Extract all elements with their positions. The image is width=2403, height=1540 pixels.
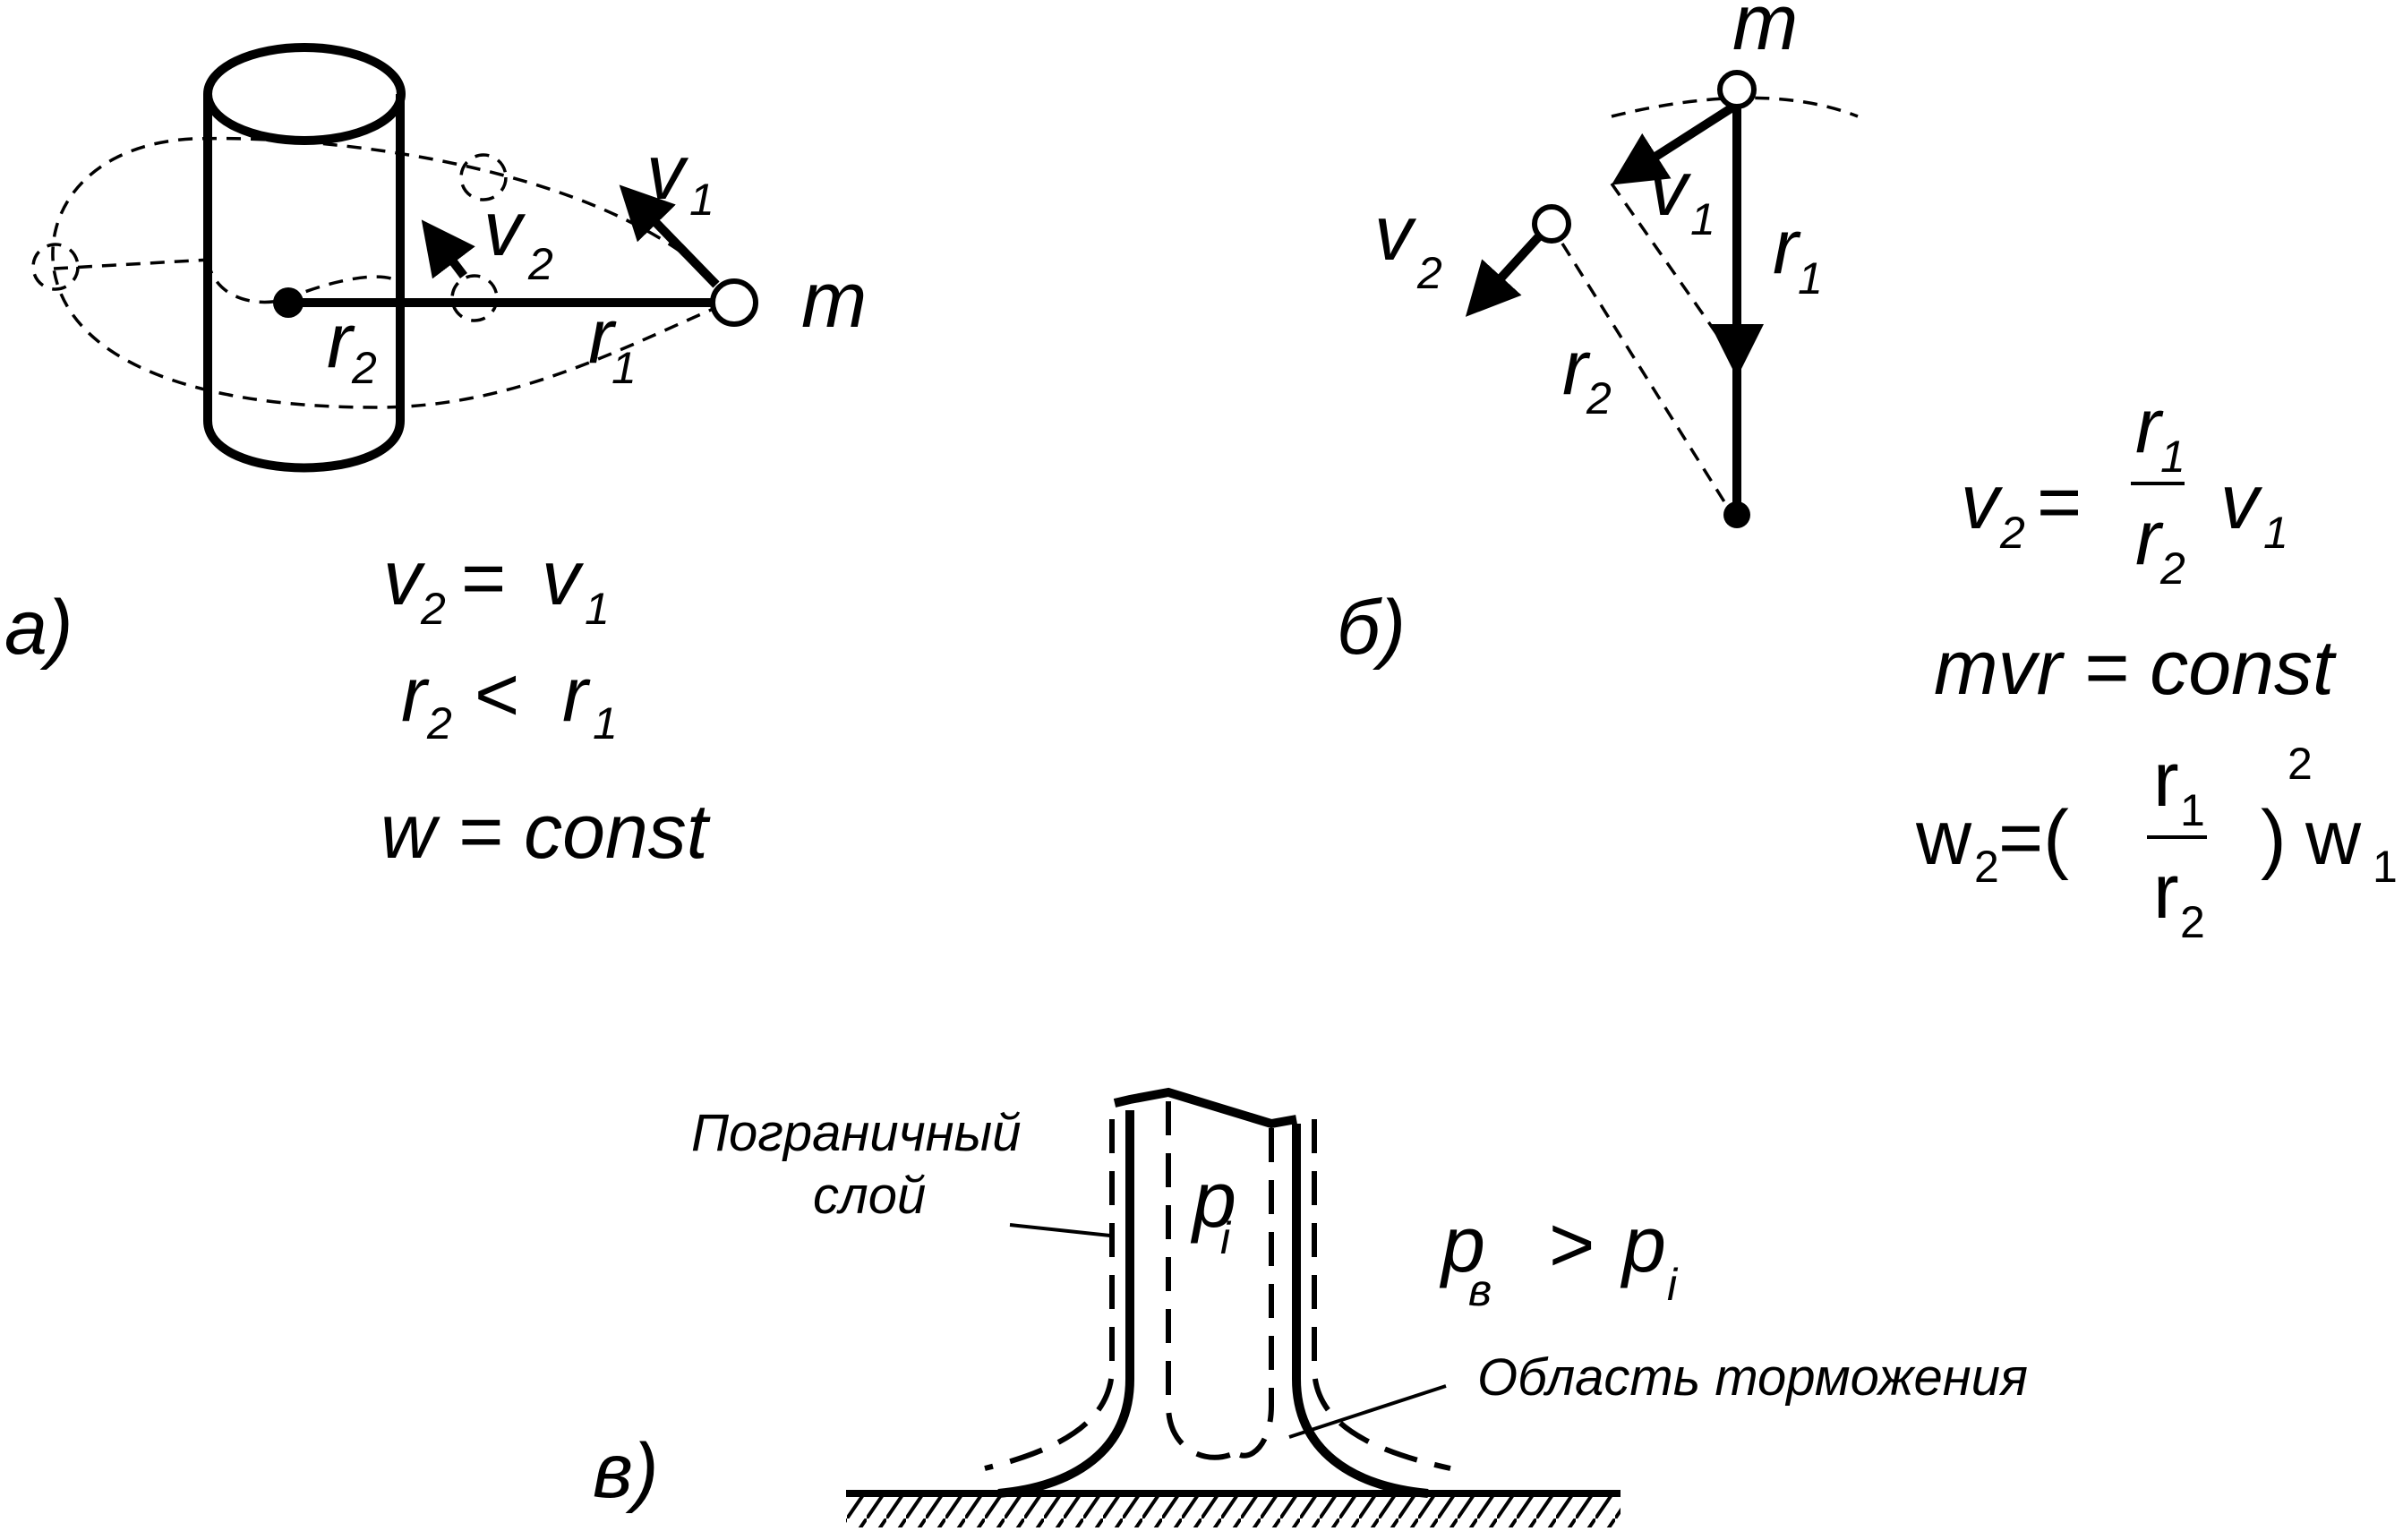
- stagnation-leader: [1288, 1384, 1447, 1439]
- svg-text:r: r: [562, 652, 591, 738]
- equation-b1: v 2 = r 1 r 2 v 1: [1961, 383, 2288, 594]
- svg-text:r: r: [2153, 737, 2179, 823]
- label-mass-a: m: [801, 255, 867, 344]
- equation-b2: mvr = const: [1934, 625, 2337, 711]
- core-dashed-right: [1239, 1128, 1274, 1459]
- mass-circle-b: [1717, 70, 1757, 109]
- ghost-mass-left: [31, 243, 80, 291]
- svg-text:v: v: [542, 535, 585, 621]
- svg-text:1: 1: [2180, 785, 2205, 835]
- svg-text:1: 1: [593, 698, 618, 749]
- svg-text:): ): [2261, 795, 2287, 881]
- svg-text:r: r: [1562, 325, 1591, 411]
- boundary-outer-left: [984, 1119, 1115, 1471]
- svg-text:p: p: [1190, 1155, 1236, 1244]
- svg-text:v: v: [1649, 146, 1692, 232]
- svg-text:v: v: [1961, 459, 2004, 545]
- vortex-wall-left: [997, 1110, 1134, 1498]
- rotation-center-b: [1723, 501, 1750, 528]
- v2-arrow: [421, 219, 475, 279]
- equation-a3: w = const: [381, 789, 711, 875]
- svg-text:i: i: [1667, 1260, 1679, 1310]
- label-v2-a-sub: 2: [527, 239, 553, 289]
- svg-text:1: 1: [585, 584, 610, 634]
- svg-text:r: r: [1773, 204, 1801, 290]
- v1-arrow: [619, 184, 720, 288]
- boundary-label-1: Пограничный: [691, 1104, 1021, 1162]
- label-r2-a: r: [327, 298, 355, 384]
- svg-text:v: v: [1374, 191, 1417, 277]
- pressure-relation: p в > p i: [1439, 1200, 1679, 1315]
- mass-circle: [710, 278, 758, 327]
- cylinder-inner-arc: [206, 259, 405, 304]
- panel-a: m v 1 v 2 r 2 r 1 а) v 2 = v 1 r 2 < r 1…: [4, 43, 867, 875]
- svg-text:1: 1: [1690, 194, 1715, 244]
- svg-text:2: 2: [2288, 739, 2313, 789]
- svg-text:r: r: [2135, 383, 2164, 469]
- svg-text:1: 1: [2373, 842, 2398, 892]
- core-dashed-left: [1166, 1101, 1242, 1460]
- svg-text:в: в: [1468, 1265, 1492, 1315]
- label-r1-a: r: [588, 294, 617, 380]
- panel-b-label: б): [1337, 585, 1406, 671]
- svg-text:2: 2: [1974, 842, 1999, 892]
- panel-c-label: в): [593, 1428, 659, 1514]
- mass-2-circle-b: [1532, 204, 1571, 244]
- svg-text:p: p: [1439, 1200, 1485, 1288]
- ghost-mass-top: [459, 153, 508, 201]
- label-v2-a: v: [483, 186, 526, 272]
- panel-b: m v 1 r 1 v 2 r 2 б) v 2 = r 1 r 2 v 1 m…: [1337, 0, 2398, 947]
- svg-text:>: >: [1549, 1200, 1595, 1288]
- svg-text:r: r: [2153, 849, 2179, 935]
- svg-text:2: 2: [426, 698, 452, 749]
- vortex-top: [1113, 1087, 1297, 1129]
- equation-a2: r 2 < r 1: [401, 652, 618, 749]
- svg-text:r: r: [2135, 495, 2164, 581]
- v2-arrow-b: [1465, 234, 1542, 317]
- r2-dashed-b: [1561, 243, 1732, 511]
- svg-text:1: 1: [2263, 508, 2288, 558]
- svg-text:2: 2: [420, 584, 446, 634]
- svg-text:v: v: [383, 535, 426, 621]
- vortex-wall-right: [1292, 1124, 1429, 1498]
- svg-text:2: 2: [1999, 508, 2025, 558]
- svg-text:<: <: [475, 652, 519, 738]
- ground-hatch: [846, 1493, 1621, 1527]
- svg-text:v: v: [2220, 459, 2263, 545]
- boundary-label-2: слой: [813, 1167, 926, 1225]
- svg-text:w: w: [1915, 795, 1972, 881]
- stagnation-label: Область торможения: [1477, 1348, 2028, 1407]
- svg-text:1: 1: [2160, 432, 2185, 482]
- orbit-ellipse: [51, 136, 736, 409]
- svg-text:2: 2: [2159, 543, 2185, 594]
- svg-text:w: w: [2305, 795, 2362, 881]
- label-mass-b: m: [1732, 0, 1798, 66]
- cylinder: [203, 43, 406, 473]
- label-v1-a: v: [646, 130, 689, 216]
- svg-text:=: =: [2037, 459, 2082, 545]
- v1-arrow-b: [1611, 103, 1735, 185]
- svg-text:=(: =(: [1998, 795, 2069, 881]
- svg-text:r: r: [401, 652, 430, 738]
- label-r2-a-sub: 2: [351, 343, 377, 393]
- svg-text:2: 2: [1586, 373, 1612, 424]
- svg-text:=: =: [461, 535, 506, 621]
- panel-a-label: а): [4, 585, 73, 671]
- boundary-leader: [1009, 1223, 1111, 1237]
- ghost-radius: [53, 258, 211, 270]
- equation-b3: w 2 =( r 1 r 2 ) 2 w 1: [1915, 737, 2398, 947]
- label-r1-a-sub: 1: [611, 343, 637, 393]
- svg-text:2: 2: [1416, 248, 1442, 298]
- label-v1-a-sub: 1: [689, 175, 714, 225]
- svg-text:2: 2: [2180, 897, 2205, 947]
- equation-a1: v 2 = v 1: [383, 535, 610, 634]
- panel-c: Пограничный слой p i p в > p i Область т…: [593, 1087, 2028, 1527]
- svg-text:p: p: [1620, 1200, 1666, 1288]
- svg-text:1: 1: [1798, 253, 1823, 304]
- boundary-outer-right: [1312, 1119, 1451, 1471]
- svg-text:i: i: [1220, 1213, 1232, 1263]
